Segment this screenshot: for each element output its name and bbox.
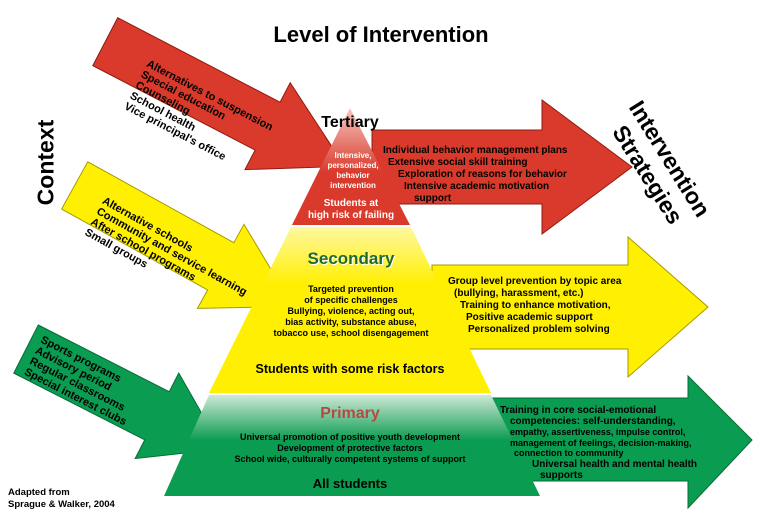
strategy-item: connection to community (514, 448, 624, 459)
context-arrow-secondary (60, 161, 295, 309)
tier-label-secondary: Secondary (307, 249, 395, 268)
strategy-item: supports (540, 469, 583, 481)
description-line: tobacco use, school disengagement (273, 328, 429, 338)
strategy-item: Positive academic support (466, 312, 593, 323)
strategy-item: Individual behavior management plans (383, 145, 568, 156)
strategy-arrow-tertiary (371, 99, 633, 235)
description-line: Bullying, violence, acting out, (287, 306, 415, 316)
population-line: Students at (323, 198, 379, 209)
credit-line: Sprague & Walker, 2004 (8, 499, 115, 510)
source-credit: Adapted from Sprague & Walker, 2004 (8, 487, 115, 511)
strategy-item: Group level prevention by topic area (448, 276, 622, 287)
strategy-item: Intensive academic motivation (404, 181, 550, 192)
strategy-item: Personalized problem solving (468, 324, 610, 335)
description-line: Intensive, (334, 151, 372, 160)
context-arrow-primary (13, 324, 223, 460)
context-arrow-tertiary (92, 17, 346, 171)
strategies-list-primary: Training in core social-emotional compet… (500, 405, 740, 482)
description-line: Universal promotion of positive youth de… (239, 432, 461, 442)
description-line: bias activity, substance abuse, (285, 317, 417, 327)
strategy-item: Training in core social-emotional (500, 405, 657, 416)
description-line: of specific challenges (304, 295, 398, 305)
description-line: Targeted prevention (308, 284, 394, 294)
tier-label-tertiary: Tertiary (321, 114, 379, 131)
context-label: Context (32, 119, 59, 206)
strategies-list-tertiary: Individual behavior management plans Ext… (378, 145, 600, 205)
strategy-item: Exploration of reasons for behavior (398, 169, 567, 180)
strategy-item: support (414, 193, 452, 204)
description-line: personalized, (327, 161, 379, 170)
strategies-list-secondary: Group level prevention by topic area (bu… (448, 276, 658, 336)
tier-population-primary: All students (312, 476, 388, 491)
pyramid-secondary (209, 227, 491, 393)
strategy-item: Extensive social skill training (388, 157, 528, 168)
strategy-item: (bullying, harassment, etc.) (454, 288, 584, 299)
strategy-item: empathy, assertiveness, impulse control, (510, 427, 686, 438)
pyramid-tertiary (292, 108, 410, 225)
strategy-item: Universal health and mental health (532, 458, 698, 470)
strategy-item: Training to enhance motivation, (460, 300, 611, 311)
description-line: behavior (336, 171, 370, 180)
strategy-item: management of feelings, decision-making, (510, 437, 692, 448)
diagram-title: Level of Intervention (273, 22, 489, 47)
description-line: School wide, culturally competent system… (234, 454, 466, 464)
credit-line: Adapted from (8, 487, 70, 498)
tier-description-secondary: Targeted prevention of specific challeng… (240, 284, 462, 339)
tier-label-primary: Primary (320, 405, 380, 422)
tier-population-tertiary: Students at high risk of failing (290, 198, 412, 222)
description-line: Development of protective factors (277, 443, 423, 453)
tier-description-primary: Universal promotion of positive youth de… (200, 432, 500, 465)
strategy-item: competencies: self-understanding, (510, 415, 676, 427)
description-line: intervention (330, 181, 376, 190)
pyramid-primary (164, 395, 540, 496)
tier-population-secondary: Students with some risk factors (255, 362, 445, 376)
population-line: high risk of failing (307, 210, 395, 221)
tier-description-tertiary: Intensive, personalized, behavior interv… (318, 151, 388, 191)
